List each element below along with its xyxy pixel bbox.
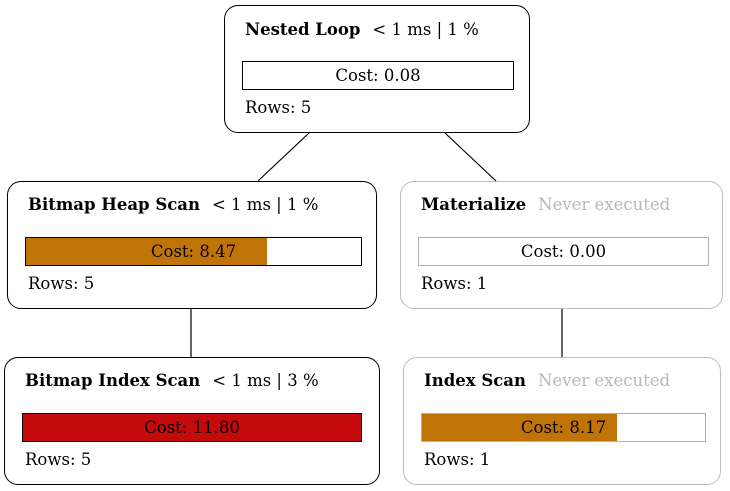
- cost-label: Cost: 0.00: [520, 242, 607, 261]
- cost-label: Cost: 8.47: [150, 242, 237, 261]
- cost-bar-fill: [23, 414, 361, 441]
- rows-label: Rows: 5: [25, 450, 92, 469]
- edge-nested-loop-to-materialize: [444, 132, 497, 182]
- node-timing: Never executed: [538, 195, 671, 214]
- cost-bar-fill: [422, 414, 618, 441]
- plan-node-bitmap-index-scan[interactable]: Bitmap Index Scan < 1 ms | 3 % Cost: 11.8…: [4, 357, 380, 485]
- cost-label: Cost: 0.08: [335, 66, 421, 85]
- node-header: Bitmap Index Scan < 1 ms | 3 %: [25, 371, 319, 391]
- cost-bar: Cost: 8.47: [25, 237, 362, 266]
- node-timing: < 1 ms | 3 %: [212, 371, 319, 390]
- node-header: Materialize Never executed: [421, 195, 670, 215]
- plan-node-bitmap-heap-scan[interactable]: Bitmap Heap Scan< 1 ms | 1 % Cost: 8.47 …: [7, 181, 377, 309]
- node-timing: Never executed: [537, 371, 671, 390]
- node-timing: < 1 ms | 1 %: [372, 20, 479, 39]
- node-title: Bitmap Index Scan: [25, 371, 201, 390]
- rows-label: Rows: 1: [424, 450, 491, 469]
- cost-bar-fill: [26, 238, 268, 265]
- edge-nested-loop-to-bitmap-heap-scan: [257, 132, 310, 182]
- node-header: Index Scan Never executed: [424, 371, 670, 391]
- cost-bar: Cost: 0.00: [418, 237, 709, 266]
- node-header: Nested Loop < 1 ms | 1 %: [245, 20, 479, 40]
- cost-label: Cost: 8.17: [520, 418, 607, 437]
- cost-bar: Cost: 11.80: [22, 413, 362, 442]
- node-timing: < 1 ms | 1 %: [211, 195, 319, 214]
- cost-label: Cost: 11.80: [144, 418, 240, 437]
- plan-node-nested-loop[interactable]: Nested Loop < 1 ms | 1 % Cost: 0.08 Rows:…: [224, 5, 530, 133]
- node-title: Materialize: [421, 195, 527, 214]
- rows-label: Rows: 1: [421, 274, 488, 293]
- cost-bar: Cost: 0.08: [242, 61, 514, 90]
- node-title: Bitmap Heap Scan: [28, 195, 200, 214]
- cost-bar: Cost: 8.17: [421, 413, 706, 442]
- node-title: Index Scan: [424, 371, 526, 390]
- node-header: Bitmap Heap Scan < 1 ms | 1 %: [28, 195, 318, 215]
- rows-label: Rows: 5: [28, 274, 95, 293]
- plan-node-index-scan[interactable]: Index Scan Never executed Cost: 8.17 Rows…: [403, 357, 721, 485]
- rows-label: Rows: 5: [245, 98, 312, 117]
- node-title: Nested Loop: [245, 20, 361, 39]
- plan-node-materialize[interactable]: Materialize Never executed Cost: 0.00 Row…: [400, 181, 723, 309]
